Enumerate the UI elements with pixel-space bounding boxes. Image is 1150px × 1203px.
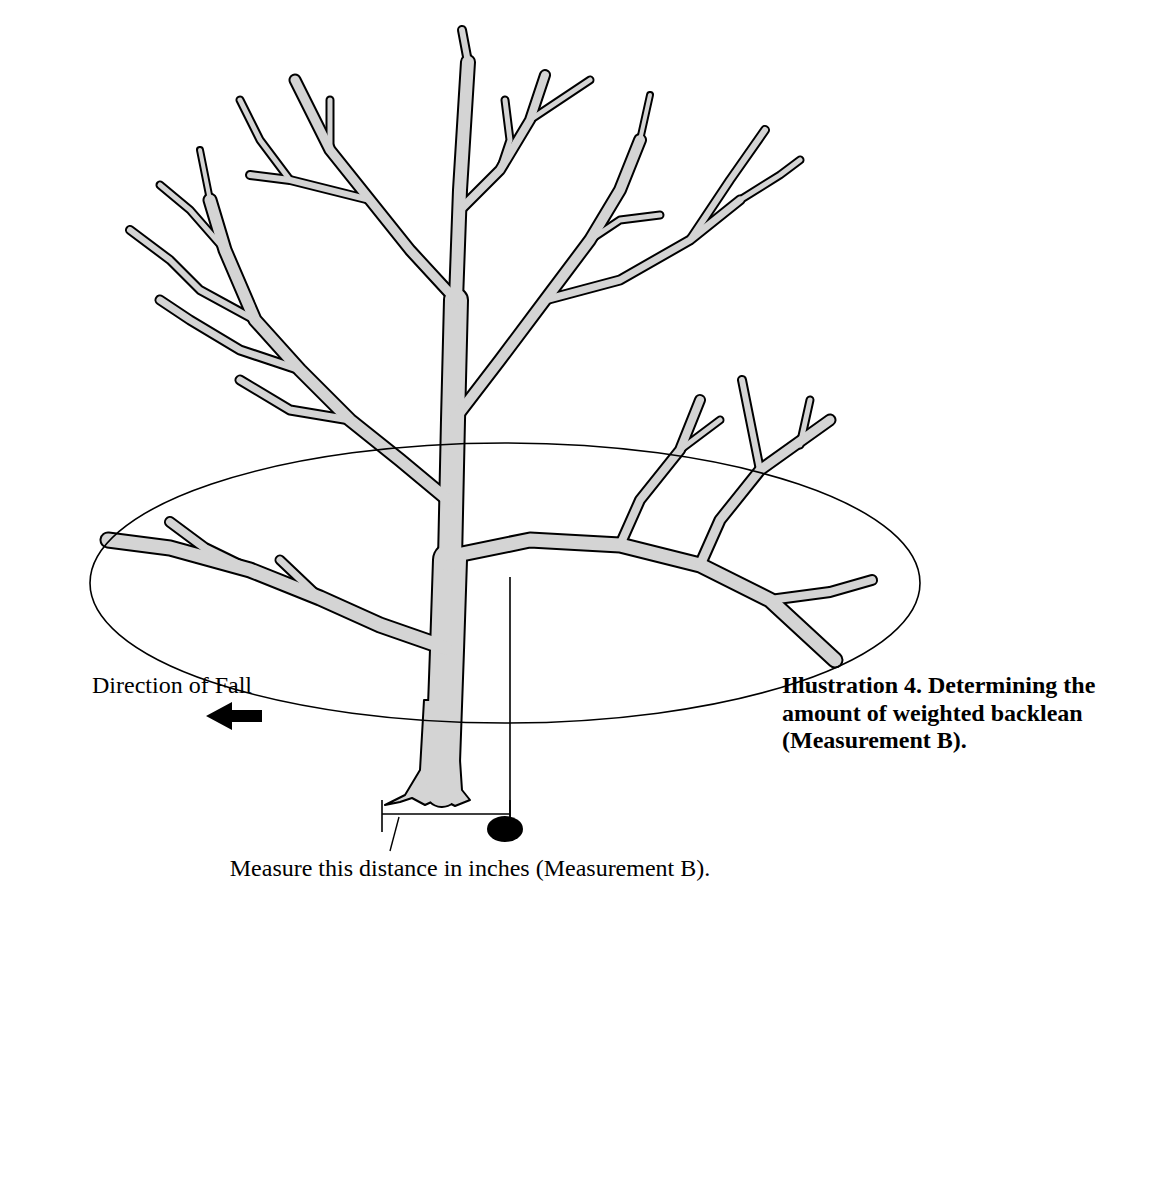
tree-branch (770, 580, 872, 600)
tree-branch (680, 420, 720, 450)
tree-branch (130, 230, 255, 320)
dimension-line (382, 813, 510, 815)
plumb-line (509, 577, 511, 830)
tree-branch (450, 300, 456, 560)
tree-branch (700, 420, 830, 565)
tree-branch (240, 380, 350, 420)
tree-branch (742, 380, 760, 470)
tree-branch (770, 580, 872, 600)
tree-branch (450, 300, 456, 560)
tree-branch (442, 560, 450, 790)
tree-branch (460, 75, 545, 210)
tree-branch (160, 300, 300, 370)
tree-branch (460, 75, 545, 210)
tree-branch (690, 130, 765, 240)
tree-branch (108, 540, 446, 648)
tree-branch (250, 175, 370, 200)
direction-label: Direction of Fall (92, 672, 352, 700)
tree-branch (456, 62, 468, 300)
tree-branch (240, 100, 290, 180)
tree-branch (500, 100, 510, 170)
tree-branch (590, 215, 660, 240)
tree-branch (456, 62, 468, 300)
tree-branch (200, 150, 210, 200)
dimension-tick (381, 800, 383, 832)
tree-branch (742, 380, 760, 470)
tree-branch (640, 95, 650, 140)
measurement-label: Measure this distance in inches (Measure… (150, 855, 790, 883)
tree-branch (620, 400, 700, 545)
tree-branch (740, 160, 800, 200)
weight-dot (487, 816, 523, 842)
tree-branch (462, 30, 468, 62)
tree-branch (545, 200, 740, 300)
tree-branch (620, 400, 700, 545)
figure-caption: Illustration 4. Determining the amount o… (782, 672, 1137, 755)
tree-branch (800, 400, 810, 445)
leader-line (390, 817, 399, 851)
tree-branch (690, 130, 765, 240)
tree-branch (200, 150, 210, 200)
fall-arrow (206, 702, 262, 730)
tree-branch (240, 100, 290, 180)
tree-branch (700, 420, 830, 565)
tree-branch (462, 30, 468, 62)
tree-branch (160, 185, 225, 250)
tree-branch (170, 522, 250, 570)
tree-branch (640, 95, 650, 140)
dimension-tick (509, 800, 511, 832)
tree-branch (328, 100, 333, 150)
tree-branch (280, 560, 320, 598)
tree-branch (442, 560, 450, 790)
tree-branch (108, 540, 446, 648)
tree-branch (530, 80, 590, 120)
tree-branch (740, 160, 800, 200)
